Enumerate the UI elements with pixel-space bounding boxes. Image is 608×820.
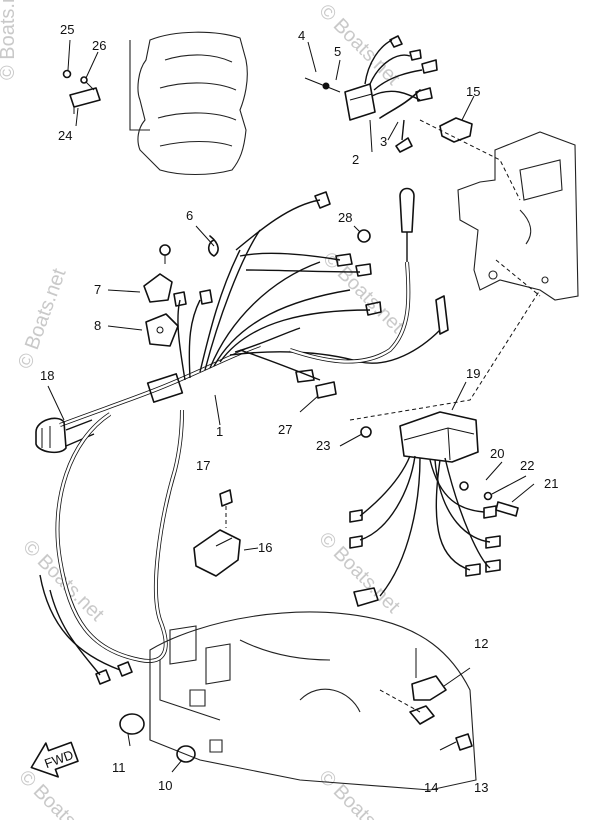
callout-21: 21 [544,476,558,491]
callout-2: 2 [352,152,359,167]
part-2-rectifier [344,83,376,121]
part-13-fitting [455,733,473,751]
callout-6: 6 [186,208,193,223]
part-6-clip [207,235,219,257]
watermark-8: © Boats.net [314,766,404,820]
watermark-1: © Boats.net [0,0,19,80]
callout-5: 5 [334,44,341,59]
part-25-screw [62,69,72,79]
bottom-small-parts [119,648,473,773]
part-3-wire-lead [379,89,421,119]
callout-28: 28 [338,210,352,225]
watermark-7: © Boats.net [14,766,104,820]
callout-25: 25 [60,22,74,37]
callout-labels: 1 2 3 4 5 6 7 8 10 11 12 13 14 15 16 17 … [40,22,558,795]
callout-13: 13 [474,780,488,795]
callout-18: 18 [40,368,54,383]
part-16-bracket [193,529,241,577]
part-12-clamp [411,675,447,701]
callout-14: 14 [424,780,438,795]
part-10-grommet [176,745,196,763]
part-27-cap [299,381,337,413]
part-19-cdi [399,411,479,463]
bracket-plate-ghost [457,131,579,301]
part-26-washer [80,76,88,84]
callout-20: 20 [490,446,504,461]
callout-26: 26 [92,38,106,53]
callout-22: 22 [520,458,534,473]
bottom-cowling-ghost [149,611,477,791]
callout-12: 12 [474,636,488,651]
part-15-clamp [439,117,473,143]
callout-15: 15 [466,84,480,99]
watermark-6: © Boats.net [314,528,404,618]
callout-10: 10 [158,778,172,793]
callout-16: 16 [258,540,272,555]
cdi-unit-group [339,289,541,607]
watermark-3: © Boats.net [14,265,71,371]
callout-27: 27 [278,422,292,437]
callout-23: 23 [316,438,330,453]
part-28-plug-cable [289,187,415,364]
part-18-connector-cable [35,409,184,685]
part-16-17-bracket [193,489,259,577]
part-8-bracket [145,313,179,347]
part-24-bracket [69,87,101,108]
engine-ghost-outline [129,31,248,175]
callout-17: 17 [196,458,210,473]
clamps-6-7-8 [143,235,219,347]
callout-24: 24 [58,128,72,143]
part-11-grommet [119,713,145,735]
callout-3: 3 [380,134,387,149]
callout-7: 7 [94,282,101,297]
watermark-2: © Boats.net [314,0,404,90]
callout-8: 8 [94,318,101,333]
rectifier-group [304,35,521,201]
leader-lines [47,41,399,421]
callout-4: 4 [298,28,305,43]
callout-1: 1 [216,424,223,439]
part-24-26-group [62,39,101,127]
callout-11: 11 [112,760,126,775]
callout-19: 19 [466,366,480,381]
part-7-bracket [143,273,173,303]
